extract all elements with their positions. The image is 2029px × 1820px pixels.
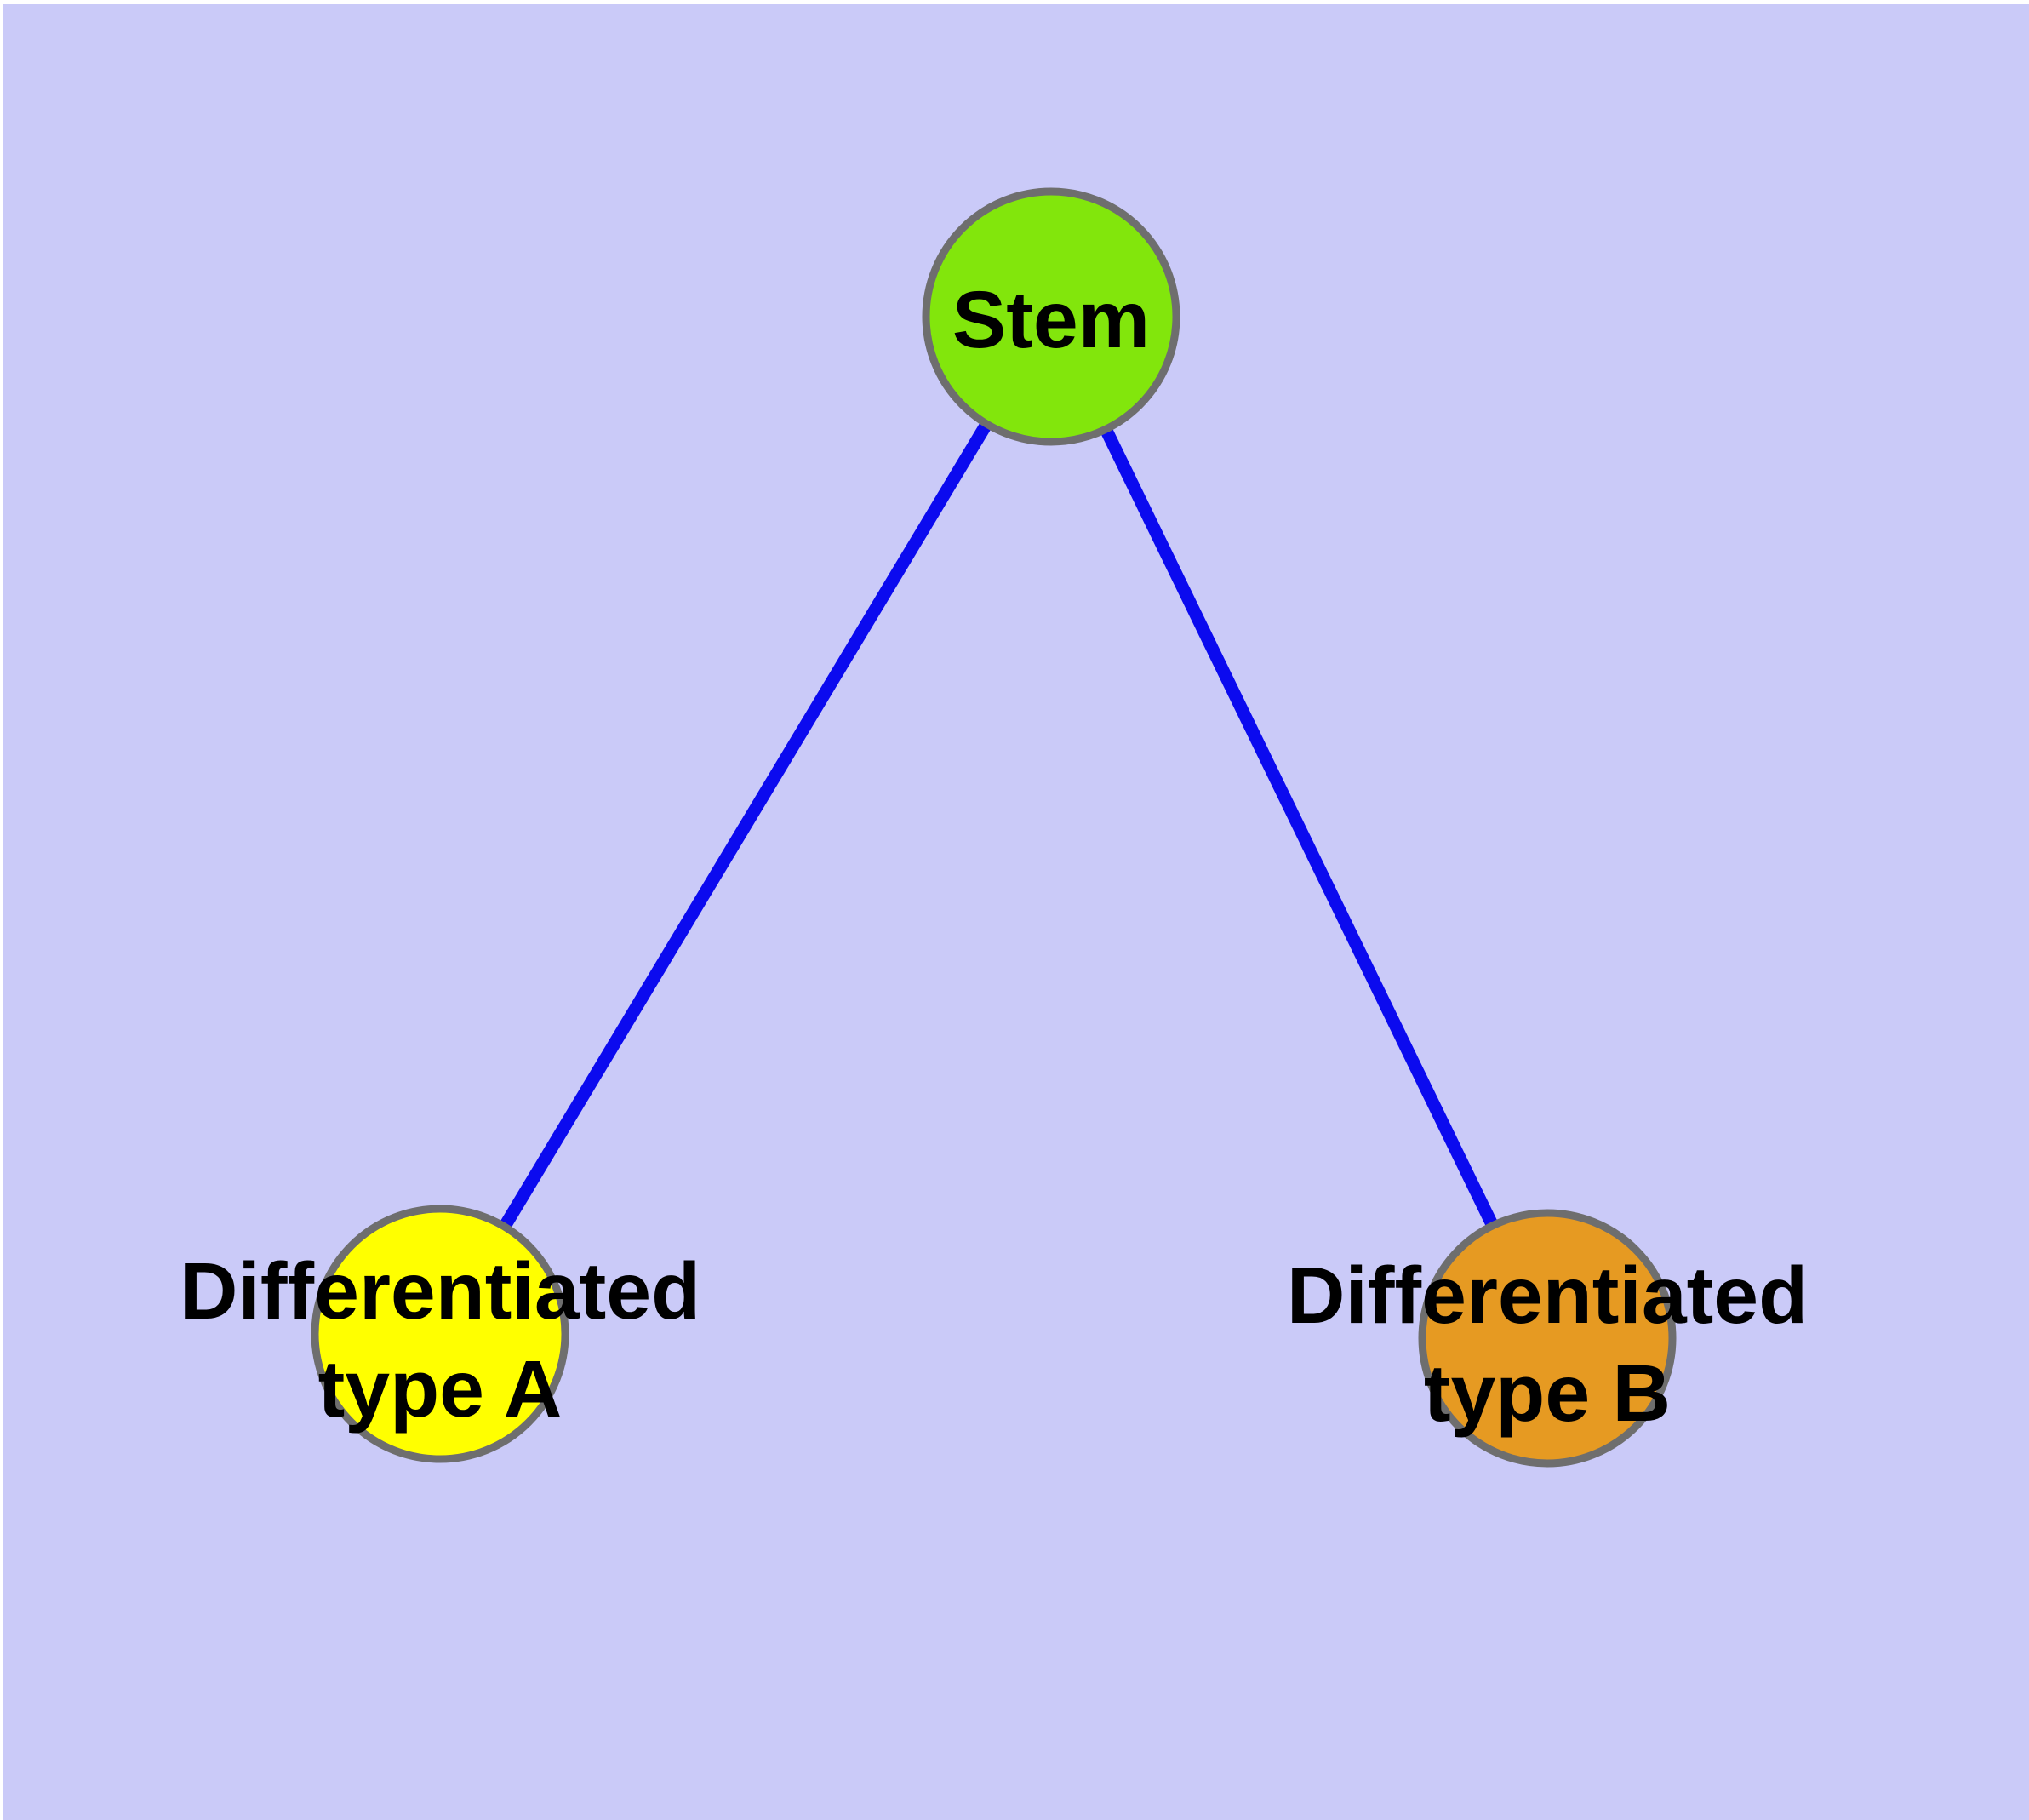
label-layer: Stem Differentiated type A Differentiate…	[180, 275, 1808, 1439]
type-a-label-line2: type A	[318, 1344, 563, 1434]
node-differentiated-type-a[interactable]	[311, 1205, 569, 1463]
node-stem[interactable]	[922, 187, 1180, 446]
type-b-label-line1: Differentiated	[1287, 1251, 1808, 1341]
stem-node-label: Stem	[952, 275, 1150, 365]
edge-stem-to-type-a[interactable]	[434, 313, 1057, 1337]
type-b-label-line2: type B	[1424, 1348, 1671, 1439]
node-layer	[311, 187, 1677, 1468]
edge-stem-to-type-b[interactable]	[1045, 313, 1553, 1342]
type-a-label-line1: Differentiated	[180, 1246, 700, 1336]
node-differentiated-type-b[interactable]	[1418, 1209, 1677, 1468]
edge-layer	[434, 313, 1553, 1342]
